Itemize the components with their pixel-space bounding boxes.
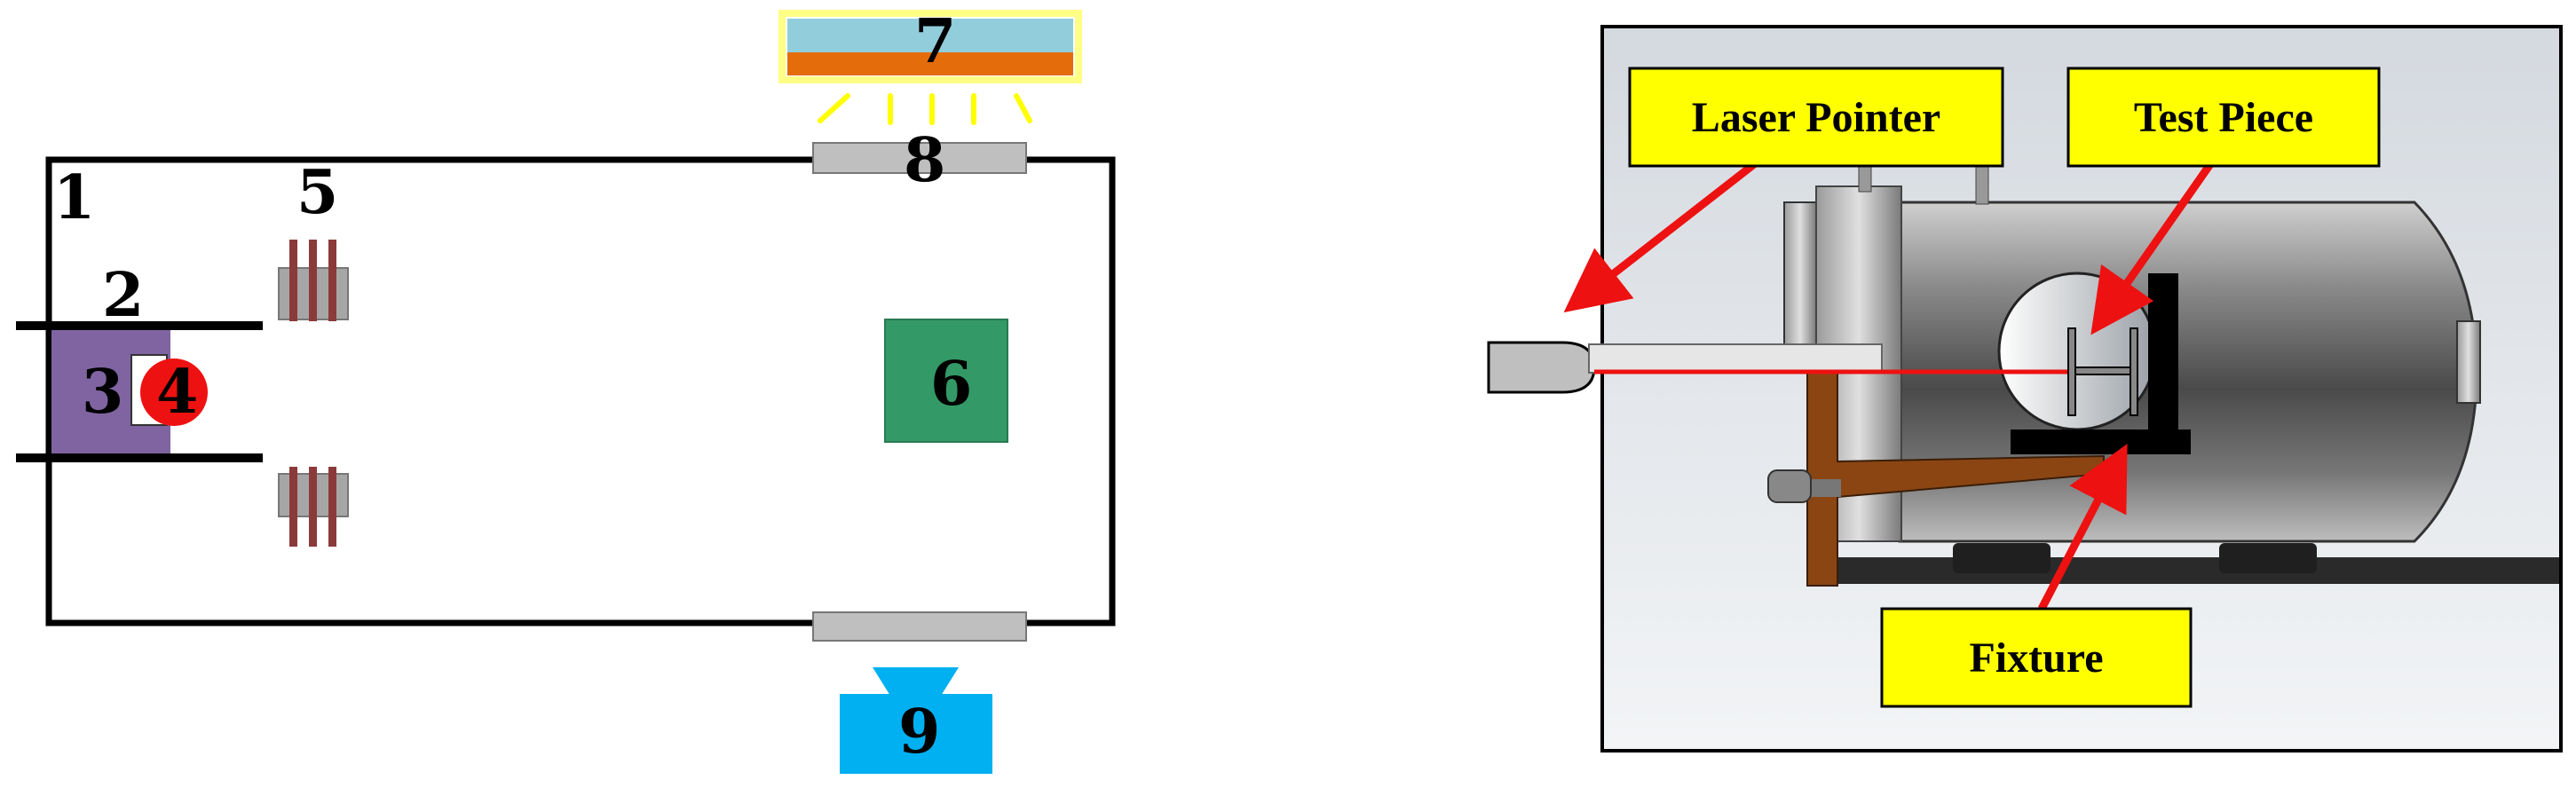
callout-fixture: Fixture bbox=[1880, 607, 2193, 708]
arrow-laser-pointer bbox=[1563, 158, 1760, 313]
label-2: 2 bbox=[102, 260, 144, 331]
fixture-upright bbox=[2148, 273, 2178, 438]
panel-7-bottom bbox=[787, 52, 1073, 75]
bolt-lower bbox=[1807, 479, 1841, 497]
front-flange bbox=[1783, 201, 1817, 361]
laser-rod bbox=[1588, 343, 1883, 374]
stud-2 bbox=[1975, 164, 1989, 205]
arrow-test-piece bbox=[2090, 162, 2214, 335]
right-cad-view: Laser Pointer Test Piece Fixture bbox=[1487, 25, 2563, 753]
block-6 bbox=[884, 319, 1008, 443]
panel-7-top bbox=[787, 19, 1073, 52]
label-4: 4 bbox=[156, 357, 198, 428]
panel-7-glow bbox=[778, 10, 1082, 83]
end-port bbox=[2456, 320, 2481, 404]
bolt-head bbox=[1767, 469, 1812, 503]
label-5: 5 bbox=[296, 157, 338, 228]
callout-laser-pointer-text: Laser Pointer bbox=[1692, 94, 1940, 141]
base-rail bbox=[1820, 557, 2559, 584]
test-piece-web bbox=[2074, 366, 2131, 375]
circle-4 bbox=[140, 359, 208, 426]
camera-9 bbox=[840, 667, 992, 774]
callout-fixture-text: Fixture bbox=[1969, 634, 2103, 682]
chamber-outline bbox=[45, 156, 1116, 626]
label-6: 6 bbox=[930, 349, 972, 420]
label-9: 9 bbox=[898, 697, 940, 768]
coil-5-top bbox=[278, 240, 349, 321]
stud-1 bbox=[1858, 164, 1872, 193]
callout-test-piece: Test Piece bbox=[2066, 67, 2381, 168]
laser-pointer-device bbox=[1487, 341, 1596, 394]
rail-foot-1 bbox=[1953, 543, 2051, 573]
callout-laser-pointer: Laser Pointer bbox=[1628, 67, 2004, 168]
light-rays bbox=[818, 93, 1032, 125]
label-3: 3 bbox=[82, 357, 123, 428]
left-schematic: 1 2 3 4 5 6 7 8 9 bbox=[16, 6, 1116, 774]
coil-5-bottom bbox=[278, 467, 349, 547]
bottom-window bbox=[812, 611, 1027, 642]
top-window bbox=[812, 142, 1027, 174]
test-piece-left bbox=[2067, 327, 2076, 416]
label-1: 1 bbox=[53, 162, 95, 233]
arrow-fixture bbox=[2038, 444, 2128, 611]
label-8: 8 bbox=[904, 125, 945, 196]
label-7: 7 bbox=[914, 6, 956, 77]
callout-test-piece-text: Test Piece bbox=[2134, 94, 2313, 141]
test-piece-right bbox=[2130, 327, 2138, 416]
rail-foot-2 bbox=[2219, 543, 2317, 573]
